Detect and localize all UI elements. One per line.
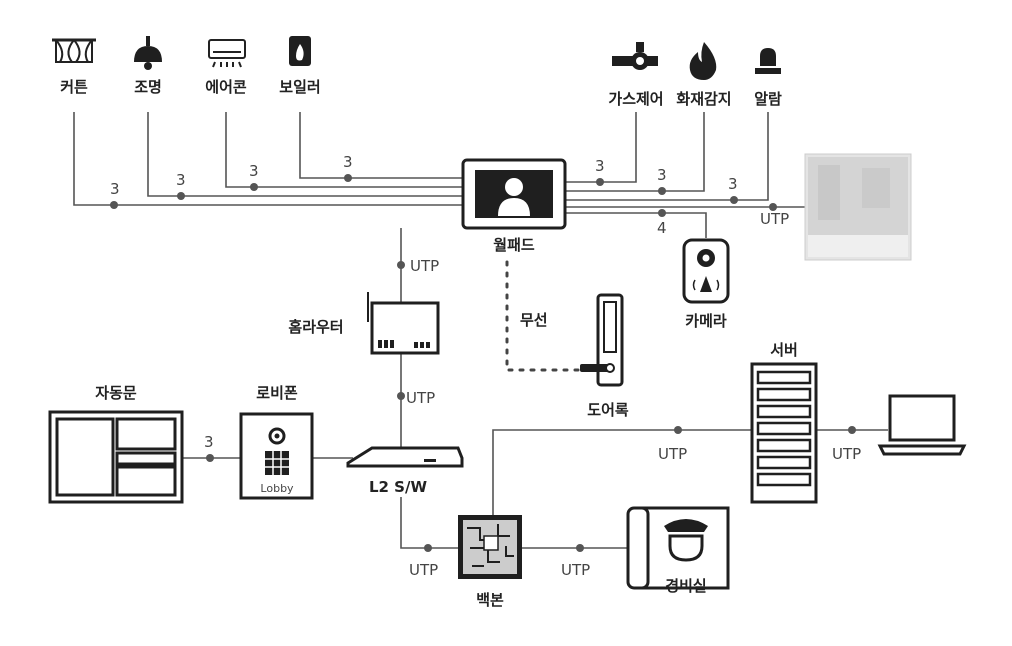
home-router-label: 홈라우터 (288, 318, 343, 336)
wire-labels: 3 3 3 3 3 3 3 4 UTP UTP UTP 3 UTP UTP UT… (110, 153, 861, 579)
utp-label: UTP (832, 445, 861, 463)
junction-dot (250, 183, 258, 191)
wire-wireless (505, 260, 586, 372)
wire-backbone-server (492, 429, 752, 515)
auto-door-label: 자동문 (95, 384, 137, 402)
lighting-label: 조명 (134, 78, 162, 96)
aircon-label: 에어콘 (205, 78, 247, 96)
guard-room-label: 경비실 (665, 577, 706, 595)
wireless-label: 무선 (520, 311, 548, 329)
wire-fire (566, 112, 705, 192)
junction-dot (769, 203, 777, 211)
gas-valve-icon (612, 42, 658, 70)
wire-aircon (225, 112, 466, 188)
wire-alarm (566, 112, 769, 201)
alarm-icon (755, 48, 781, 74)
utp-label: UTP (760, 210, 789, 228)
wire-count-label: 3 (176, 171, 186, 189)
junction-dot (658, 209, 666, 217)
wire-dots (110, 174, 856, 552)
utp-label: UTP (561, 561, 590, 579)
boiler-label: 보일러 (279, 78, 320, 96)
junction-dot (344, 174, 352, 182)
door-lock-label: 도어록 (587, 401, 629, 419)
wallpad-icon (461, 158, 567, 230)
junction-dot (596, 178, 604, 186)
curtain-label: 커튼 (60, 78, 88, 96)
lamp-icon (134, 36, 162, 70)
guard-room-icon (626, 506, 730, 590)
wallpad-label: 월패드 (493, 236, 535, 254)
fire-icon (689, 42, 717, 80)
wire-count-label: 3 (343, 153, 353, 171)
server-icon (750, 362, 818, 504)
wire-count-label: 3 (595, 157, 605, 175)
wire-count-label: 3 (110, 180, 120, 198)
wire-count-label: 4 (657, 219, 667, 237)
camera-icon (682, 238, 730, 304)
fire-label: 화재감지 (676, 90, 731, 108)
wire-count-label: 3 (728, 175, 738, 193)
junction-dot (730, 196, 738, 204)
boiler-icon (289, 36, 311, 66)
backbone-icon (458, 515, 522, 579)
auto-door-icon (48, 410, 184, 504)
curtain-icon (52, 38, 96, 63)
laptop-icon (877, 394, 967, 456)
junction-dot (397, 392, 405, 400)
junction-dot (424, 544, 432, 552)
wire-gas (566, 112, 637, 183)
wire-curtain (73, 112, 466, 206)
gas-label: 가스제어 (608, 90, 663, 108)
indoor-monitor-image (804, 153, 912, 261)
junction-dot (206, 454, 214, 462)
lobby-phone-label: 로비폰 (256, 384, 298, 402)
wire-count-label: 3 (657, 166, 667, 184)
lobby-phone-icon (239, 412, 314, 500)
wire-boiler (299, 112, 466, 179)
wire-camera (566, 212, 707, 238)
utp-label: UTP (406, 389, 435, 407)
router-icon (367, 292, 440, 355)
wire-switch-backbone (400, 497, 458, 549)
junction-dot (110, 201, 118, 209)
junction-dot (177, 192, 185, 200)
camera-label: 카메라 (685, 312, 727, 330)
switch-icon (346, 446, 464, 468)
lobby-text: Lobby (260, 482, 294, 495)
backbone-label: 백본 (476, 591, 504, 609)
junction-dot (848, 426, 856, 434)
utp-label: UTP (658, 445, 687, 463)
utp-label: UTP (409, 561, 438, 579)
wires (73, 112, 888, 549)
wire-count-label: 3 (249, 162, 259, 180)
junction-dot (397, 261, 405, 269)
alarm-label: 알람 (754, 90, 782, 108)
junction-dot (576, 544, 584, 552)
door-lock-icon (580, 293, 624, 387)
aircon-icon (208, 39, 246, 68)
wire-count-label: 3 (204, 433, 214, 451)
wire-lighting (147, 112, 466, 197)
server-label: 서버 (770, 341, 798, 359)
switch-label: L2 S/W (369, 478, 427, 496)
junction-dot (658, 187, 666, 195)
utp-label: UTP (410, 257, 439, 275)
junction-dot (674, 426, 682, 434)
